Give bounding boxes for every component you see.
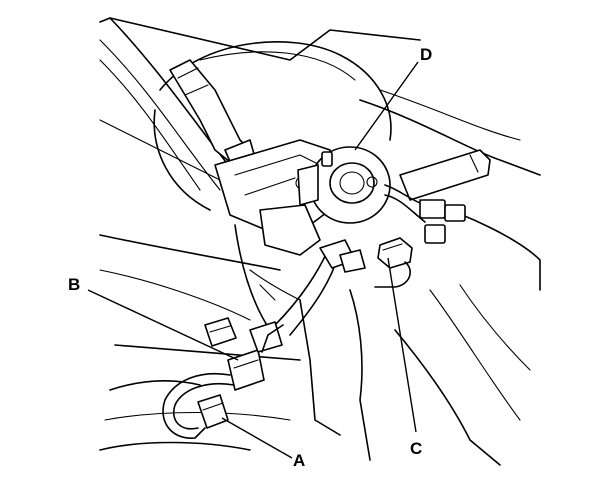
leader-d — [354, 61, 419, 151]
callout-a: A — [293, 451, 306, 470]
cable-reel — [295, 146, 391, 224]
connector-b — [204, 317, 284, 391]
leader-b — [87, 289, 239, 361]
reel-connector-right — [384, 184, 466, 244]
wiper-lever — [399, 149, 491, 201]
callout-c: C — [410, 439, 423, 458]
dashboard-outline — [99, 17, 541, 321]
callout-d: D — [420, 45, 433, 64]
connector-a — [162, 373, 235, 439]
wire-harness — [274, 239, 366, 336]
callout-leaders — [87, 61, 419, 459]
column-cover-lower — [234, 224, 371, 461]
connector-c — [374, 237, 413, 288]
steering-cover — [153, 41, 392, 211]
leader-a — [221, 417, 293, 459]
knee-panel — [99, 284, 531, 466]
callout-b: B — [68, 275, 81, 294]
leader-c — [387, 257, 417, 433]
switch-housing — [214, 139, 331, 256]
